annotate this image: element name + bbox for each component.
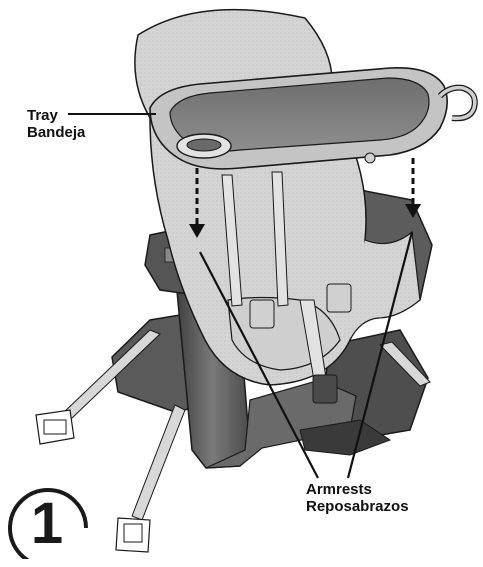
waist-strap-front bbox=[116, 405, 185, 552]
armrests-label-en: Armrests bbox=[306, 481, 409, 498]
armrests-label: Armrests Reposabrazos bbox=[306, 481, 409, 515]
tray-label-en: Tray bbox=[27, 107, 85, 124]
armrests-label-es: Reposabrazos bbox=[306, 498, 409, 515]
step-number: 1 bbox=[7, 487, 87, 567]
tray-label-es: Bandeja bbox=[27, 124, 85, 141]
tray-label: Tray Bandeja bbox=[27, 107, 85, 141]
